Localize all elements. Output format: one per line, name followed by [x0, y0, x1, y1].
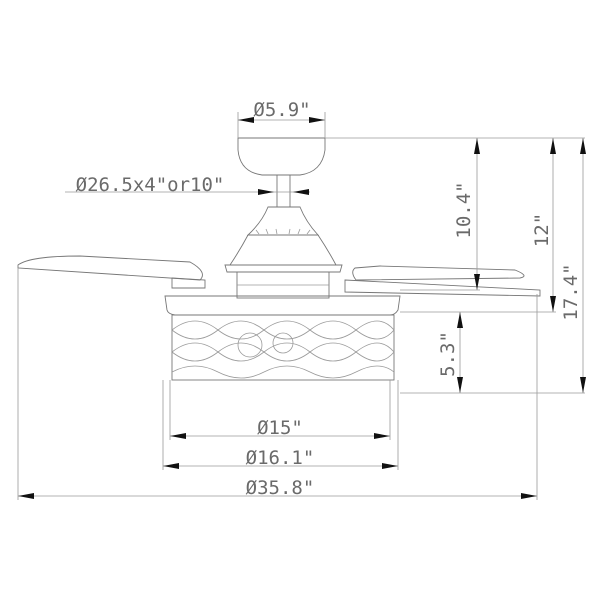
ceiling-to-blade-label: 10.4"	[453, 181, 475, 238]
ceiling-to-light-label: 12"	[531, 213, 553, 247]
left-blade	[17, 255, 203, 281]
dimension-lines	[18, 117, 586, 499]
overall-height-label: 17.4"	[560, 263, 582, 320]
right-blade-arm	[344, 279, 541, 297]
extension-lines	[17, 112, 585, 500]
canopy	[237, 137, 326, 176]
left-blade-arm	[171, 277, 206, 289]
downrod	[276, 174, 291, 208]
canopy-diameter-label: Ø5.9"	[253, 99, 310, 121]
light-kit	[164, 295, 401, 381]
motor-housing	[224, 206, 343, 299]
right-blade	[352, 265, 525, 281]
blade-span-label: Ø35.8"	[246, 477, 315, 499]
light-diameter-label: Ø15"	[257, 417, 303, 439]
light-kit-height-label: 5.3"	[437, 331, 459, 377]
downrod-label: Ø26.5x4"or10"	[76, 174, 225, 196]
light-kit-diameter-label: Ø16.1"	[246, 447, 315, 469]
